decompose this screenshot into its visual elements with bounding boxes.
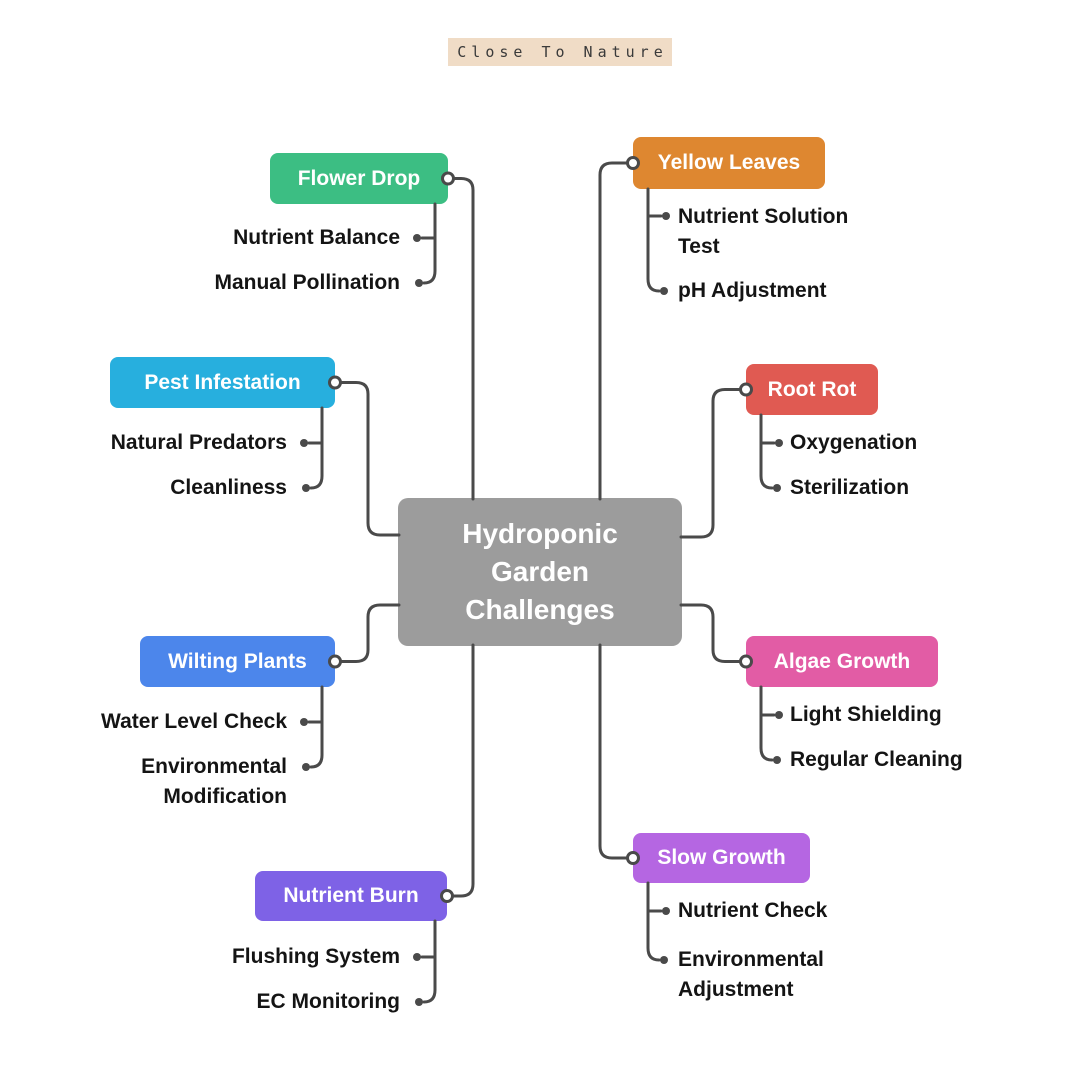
child-item-nutrient-solution-test: Nutrient Solution Test (678, 205, 849, 258)
child-item-environmental-modification: Environmental Modification (141, 755, 287, 808)
child-item-nutrient-balance: Nutrient Balance (233, 226, 400, 249)
connector-flower-drop (413, 171, 475, 501)
child-item-flushing-system: Flushing System (231, 945, 400, 968)
child-item-ph-adjustment: pH Adjustment (678, 279, 827, 302)
connector-wilting-plants (300, 603, 401, 771)
child-item-natural-predators: Natural Predators (110, 431, 287, 454)
branch-node-algae-growth: Algae Growth (746, 636, 938, 687)
branch-node-pest-infestation: Pest Infestation (110, 357, 335, 408)
branch-node-nutrient-burn: Nutrient Burn (255, 871, 447, 921)
connector-nutrient-burn (413, 643, 475, 1006)
branch-node-flower-drop: Flower Drop (270, 153, 448, 204)
child-item-oxygenation: Oxygenation (790, 431, 918, 454)
child-item-sterilization: Sterilization (790, 476, 910, 499)
connector-slow-growth (598, 643, 670, 964)
branch-node-yellow-leaves: Yellow Leaves (633, 137, 825, 189)
central-topic-node: Hydroponic Garden Challenges (398, 498, 682, 646)
child-item-regular-cleaning: Regular Cleaning (790, 748, 963, 771)
connector-yellow-leaves (598, 156, 670, 501)
child-item-water-level-check: Water Level Check (101, 710, 287, 733)
branch-node-wilting-plants: Wilting Plants (140, 636, 335, 687)
branch-node-slow-growth: Slow Growth (633, 833, 810, 883)
child-item-cleanliness: Cleanliness (170, 476, 287, 499)
child-item-manual-pollination: Manual Pollination (214, 271, 400, 294)
child-item-environmental-adjustment: Environmental Adjustment (678, 948, 824, 1001)
child-item-ec-monitoring: EC Monitoring (256, 990, 400, 1013)
header-badge: Close To Nature (448, 38, 672, 66)
child-item-nutrient-check: Nutrient Check (678, 899, 828, 922)
branch-node-root-rot: Root Rot (746, 364, 878, 415)
child-item-light-shielding: Light Shielding (790, 703, 942, 726)
